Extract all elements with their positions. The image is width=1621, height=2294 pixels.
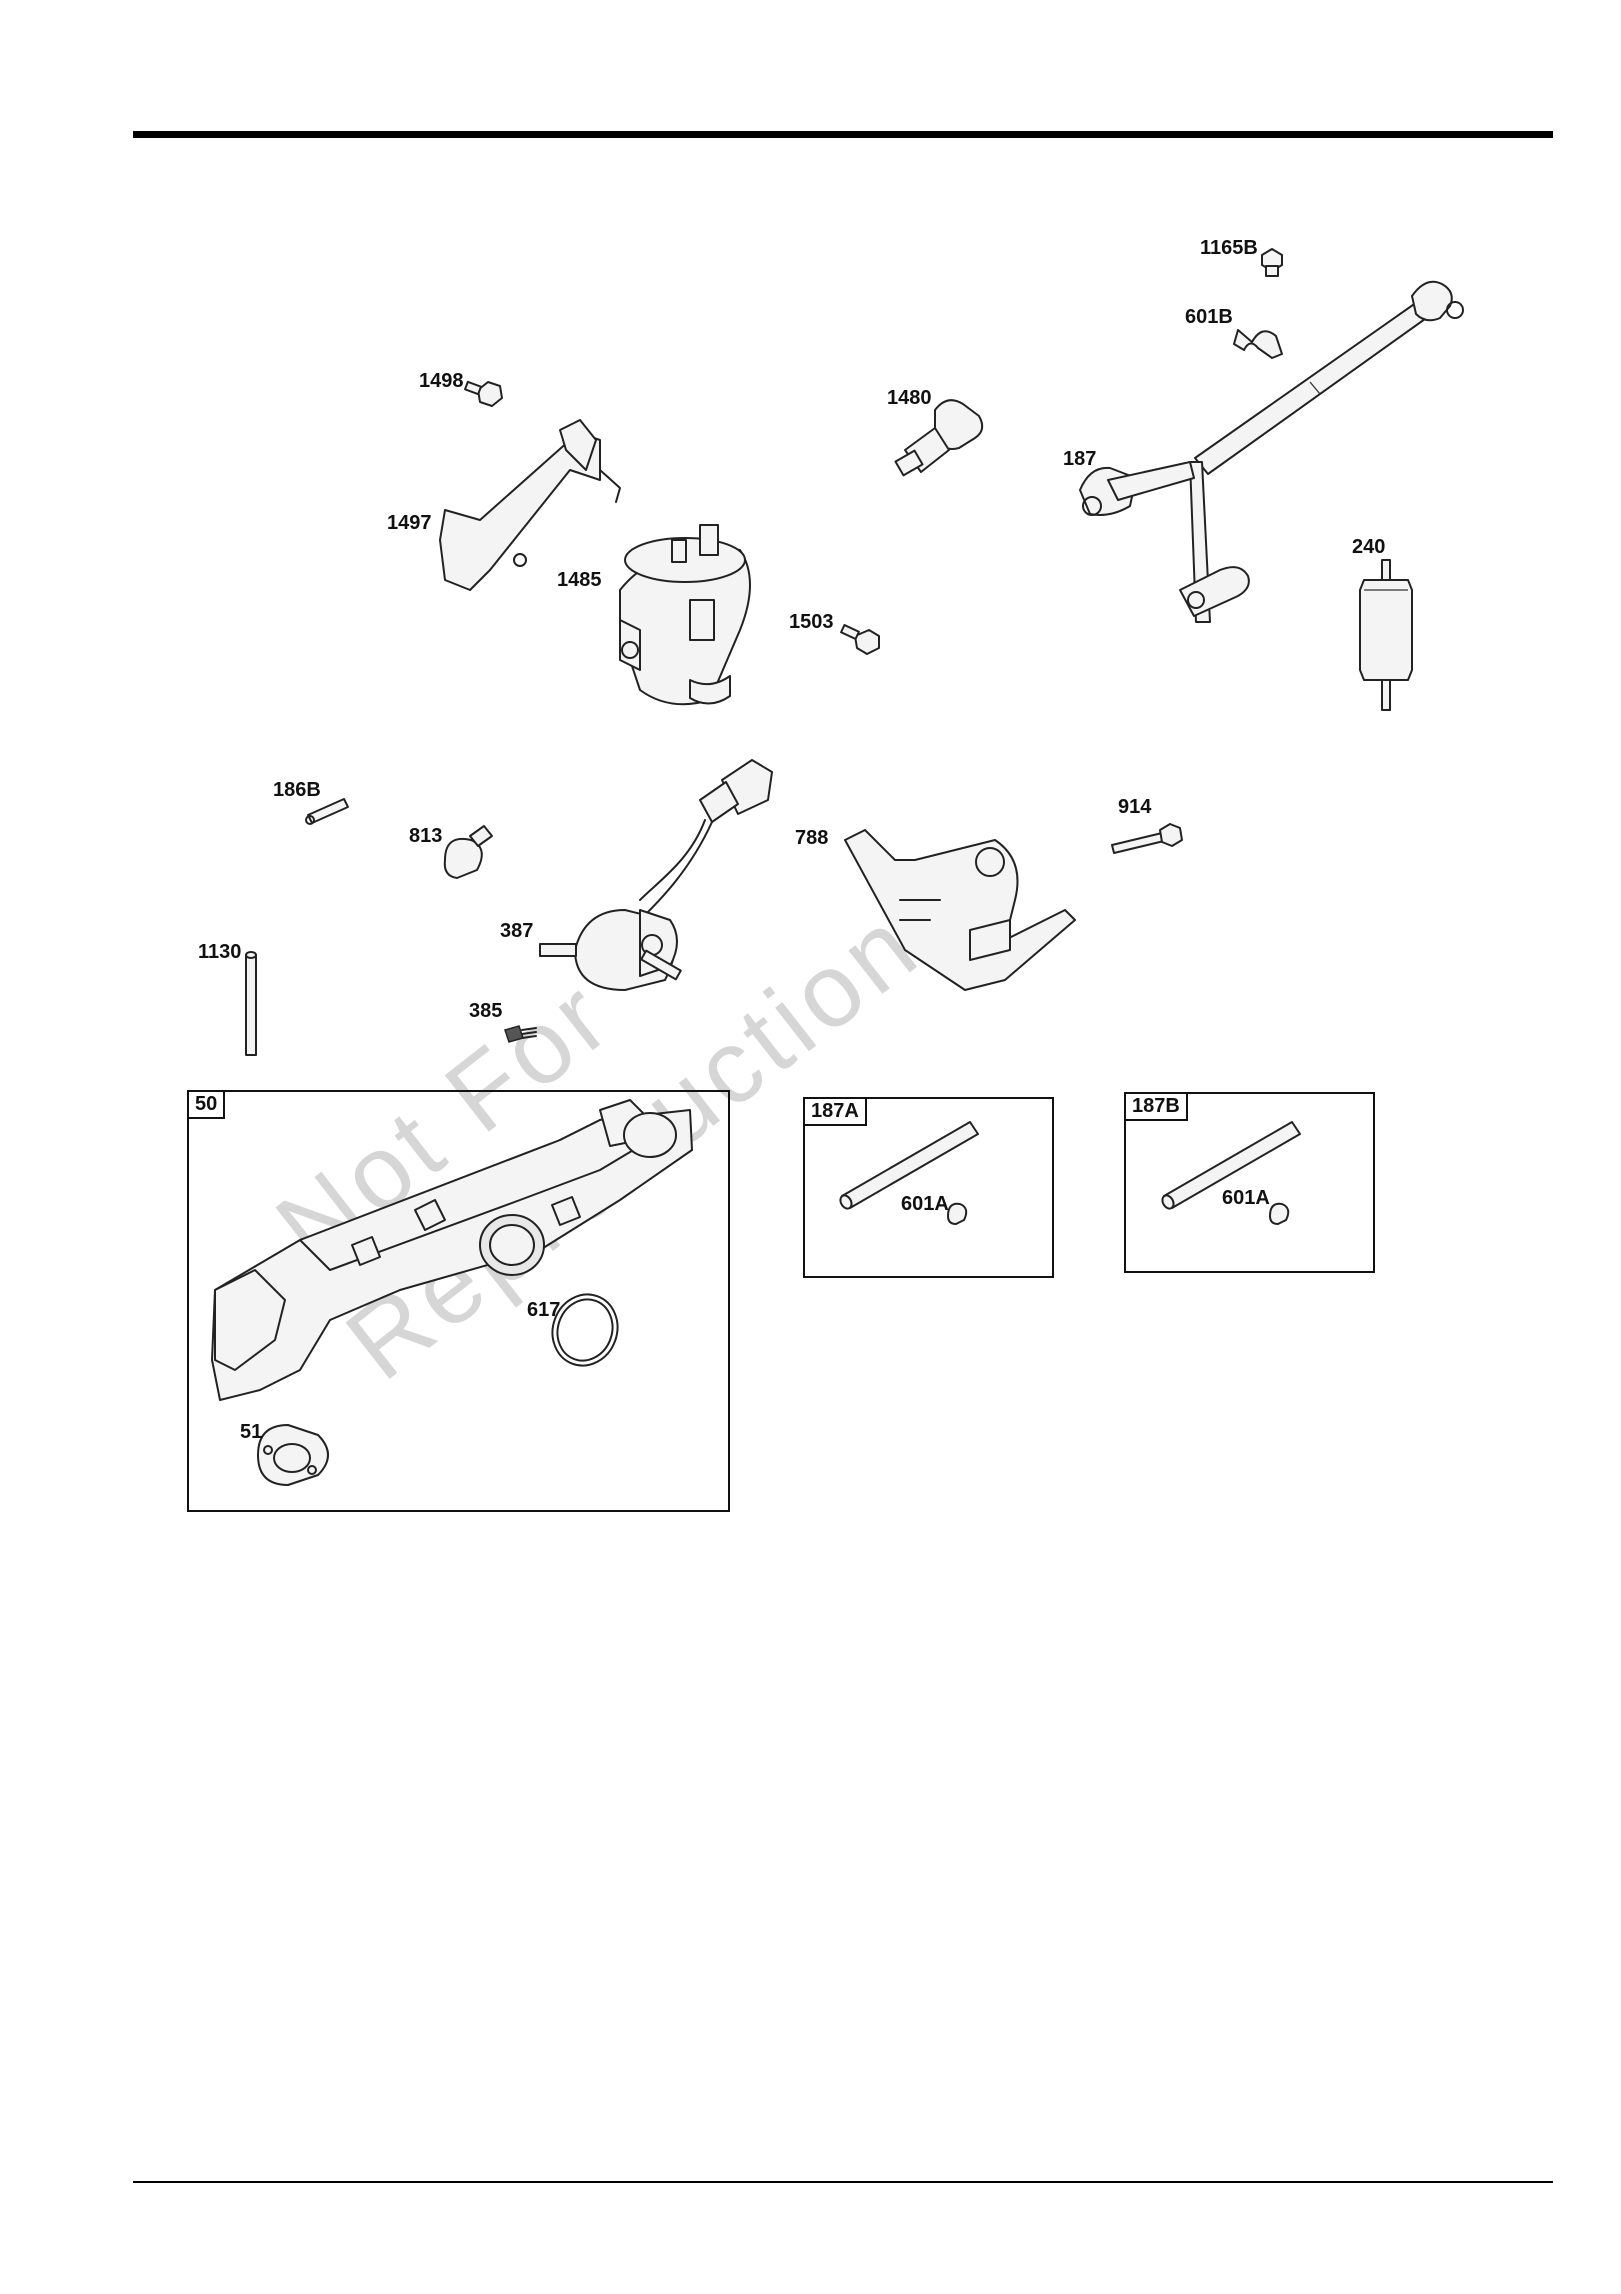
bolt-1165B-drawing <box>1262 249 1282 276</box>
callout-240: 240 <box>1352 537 1385 557</box>
callout-1498: 1498 <box>419 371 464 391</box>
callout-1165B: 1165B <box>1200 238 1258 258</box>
callout-788: 788 <box>795 828 828 848</box>
bolt-1498-drawing <box>465 382 502 406</box>
fitting-186B-drawing <box>306 799 348 824</box>
rod-1130-drawing <box>246 952 256 1055</box>
clamp-601B-drawing <box>1234 330 1282 358</box>
fuel-filter-240-drawing <box>1360 560 1412 710</box>
callout-601A-box187A: 601A <box>901 1194 949 1214</box>
callout-186B: 186B <box>273 780 321 800</box>
clip-813-drawing <box>445 826 492 878</box>
box-187A-tag: 187A <box>805 1099 867 1126</box>
injector-1480-drawing <box>895 400 982 475</box>
callout-601A-box187B: 601A <box>1222 1188 1270 1208</box>
callout-813: 813 <box>409 826 442 846</box>
callout-617: 617 <box>527 1300 560 1320</box>
callout-601B: 601B <box>1185 307 1233 327</box>
fuel-pump-387-drawing <box>540 760 772 990</box>
callout-1130: 1130 <box>198 942 241 962</box>
callout-1503: 1503 <box>789 612 834 632</box>
callout-187: 187 <box>1063 449 1096 469</box>
callout-1497: 1497 <box>387 513 432 533</box>
box-50-tag: 50 <box>189 1092 225 1119</box>
pump-module-1485-drawing <box>620 525 750 704</box>
callout-385: 385 <box>469 1001 502 1021</box>
callout-914: 914 <box>1118 797 1151 817</box>
box-50: 50 <box>187 1090 730 1512</box>
box-187A: 187A <box>803 1097 1054 1278</box>
callout-1485: 1485 <box>557 570 602 590</box>
bolt-1503-drawing <box>841 625 879 654</box>
bolt-914-drawing <box>1112 824 1182 853</box>
box-187B-tag: 187B <box>1126 1094 1188 1121</box>
box-187B: 187B <box>1124 1092 1375 1273</box>
screw-385-drawing <box>505 1026 536 1042</box>
callout-387: 387 <box>500 921 533 941</box>
bracket-1497-drawing <box>440 420 620 590</box>
bracket-788-drawing <box>845 830 1075 990</box>
callout-51: 51 <box>240 1422 262 1442</box>
callout-1480: 1480 <box>887 388 932 408</box>
